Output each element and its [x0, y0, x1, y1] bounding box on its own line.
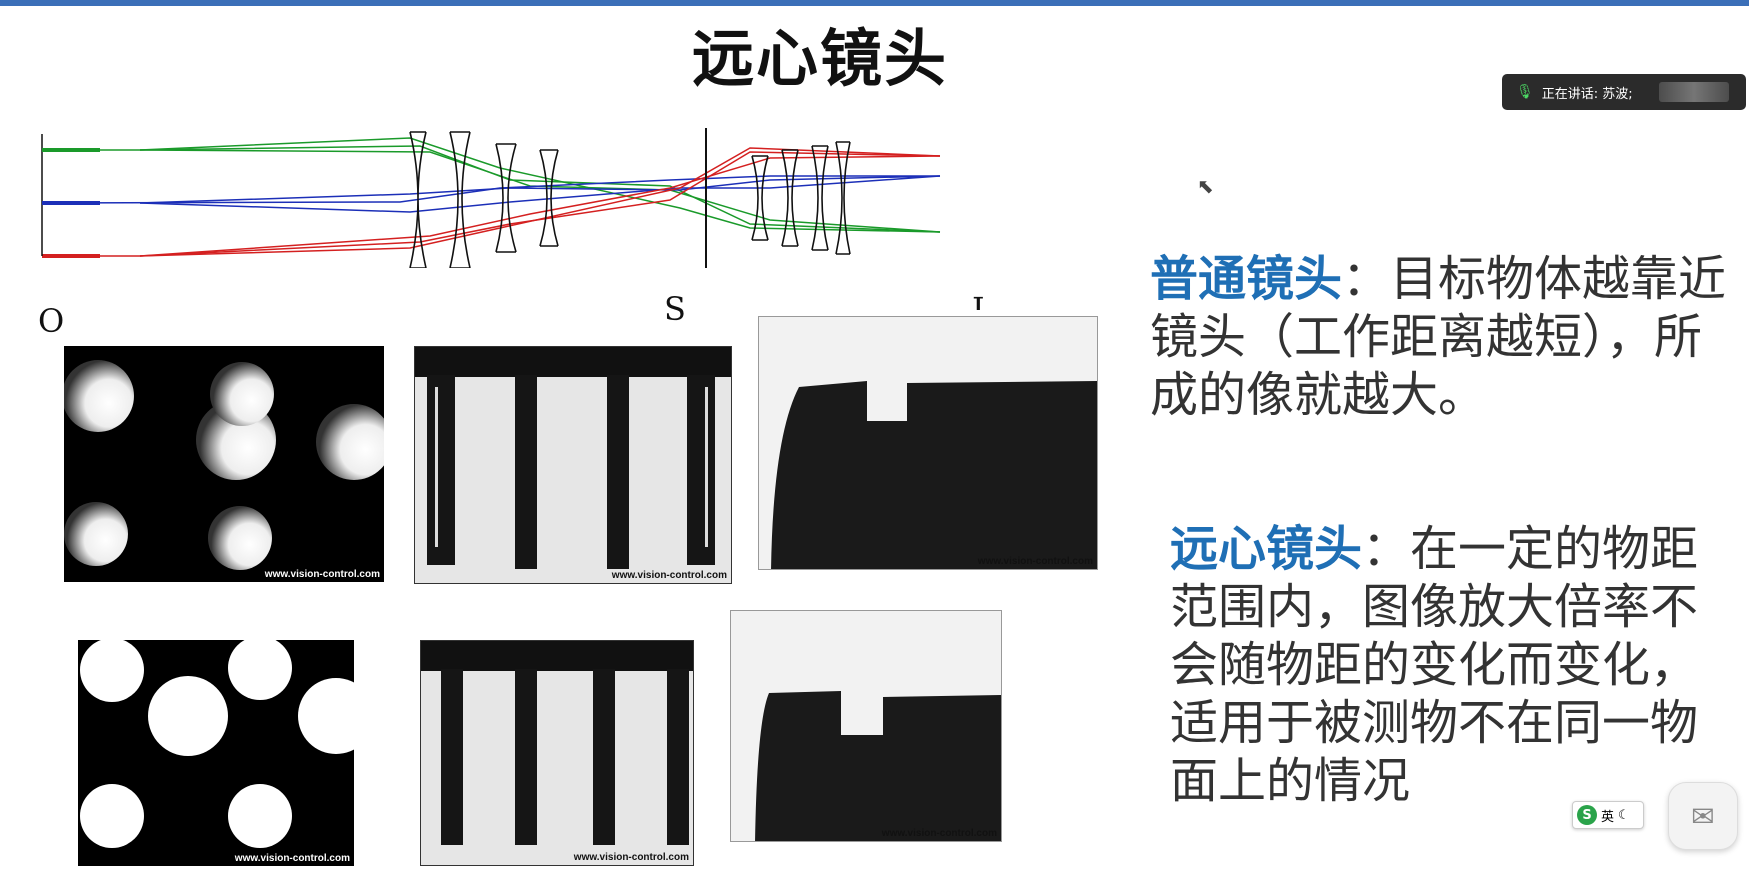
step-ordinary-photo: www.vision-control.com	[758, 316, 1098, 570]
ordinary-lens-description: 普通镜头：目标物体越靠近镜头（工作距离越短），所成的像就越大。	[1150, 250, 1740, 424]
ime-logo-icon[interactable]: S	[1577, 805, 1597, 825]
stop-label: S	[664, 290, 686, 328]
speaking-indicator: 🎙 正在讲话: 苏波;	[1502, 74, 1746, 110]
pins-ordinary-graphic	[415, 347, 731, 569]
holes-ordinary-graphic	[64, 360, 384, 570]
holes-ordinary-photo: www.vision-control.com	[64, 346, 384, 582]
pins-telecentric-photo: www.vision-control.com	[420, 640, 694, 866]
step-ordinary-graphic	[771, 381, 1097, 569]
microphone-icon: 🎙	[1516, 84, 1534, 100]
step-telecentric-photo: www.vision-control.com	[730, 610, 1002, 842]
telecentric-ray-diagram	[41, 128, 941, 268]
pins-telecentric-graphic	[421, 641, 693, 845]
holes-telecentric-graphic	[80, 640, 354, 848]
moon-icon[interactable]: ☾	[1618, 807, 1630, 823]
watermark: www.vision-control.com	[573, 852, 689, 863]
speaker-avatars	[1658, 82, 1729, 102]
ime-toolbar[interactable]: S 英 ☾	[1572, 801, 1644, 829]
ordinary-lens-text: ：目标物体越靠近镜头（工作距离越短），所成的像就越大。	[1150, 251, 1727, 423]
holes-telecentric-photo: www.vision-control.com	[78, 640, 354, 866]
step-telecentric-graphic	[755, 691, 1001, 841]
watermark: www.vision-control.com	[881, 828, 997, 839]
image-plane-label: I	[972, 290, 985, 310]
telecentric-lens-description: 远心镜头：在一定的物距范围内，图像放大倍率不会随物距的变化而变化，适用于被测物不…	[1170, 520, 1710, 832]
telecentric-lens-text: ：在一定的物距范围内，图像放大倍率不会随物距的变化而变化，适用于被测物不在同一物…	[1170, 521, 1699, 809]
top-accent-bar	[0, 0, 1749, 6]
watermark: www.vision-control.com	[264, 569, 380, 580]
watermark: www.vision-control.com	[977, 556, 1093, 567]
slide-title: 远心镜头	[691, 22, 948, 95]
ordinary-lens-term: 普通镜头	[1150, 251, 1343, 307]
cursor-icon: ⬉	[1197, 174, 1214, 198]
telecentric-lens-term: 远心镜头	[1170, 521, 1363, 577]
watermark: www.vision-control.com	[234, 853, 350, 864]
pins-ordinary-photo: www.vision-control.com	[414, 346, 732, 584]
ime-language-toggle[interactable]: 英	[1601, 809, 1615, 825]
object-plane-label: O	[38, 302, 65, 340]
floating-assistant-icon[interactable]: ✉	[1668, 782, 1738, 850]
speaking-label: 正在讲话: 苏波;	[1541, 86, 1633, 102]
watermark: www.vision-control.com	[611, 570, 727, 581]
